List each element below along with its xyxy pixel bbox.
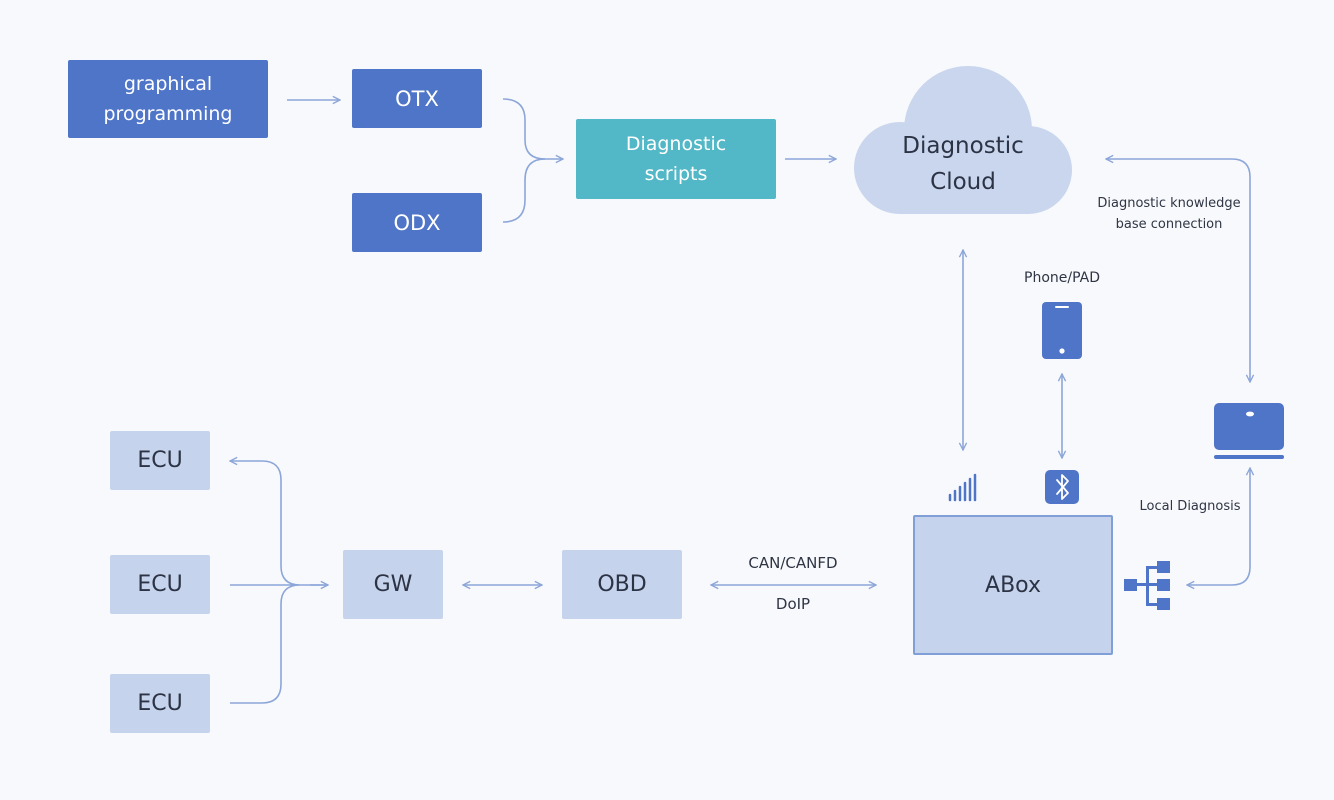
phone-icon xyxy=(1042,302,1082,359)
laptop-icon xyxy=(1214,403,1284,459)
ecu-node: ECU xyxy=(110,674,210,733)
obd-node: OBD xyxy=(562,550,682,619)
knowledge-base-label: Diagnostic knowledge base connection xyxy=(1097,196,1241,232)
local-diagnosis-label: Local Diagnosis xyxy=(1139,499,1241,514)
arrow-ecu-gw xyxy=(230,461,328,704)
bluetooth-icon xyxy=(1045,470,1079,504)
arrow-laptop-abox xyxy=(1187,468,1250,585)
ecu-node: ECU xyxy=(110,555,210,614)
phone-pad-label: Phone/PAD xyxy=(1024,270,1100,286)
diagnostic-scripts-node: Diagnostic scripts xyxy=(576,119,776,199)
doip-label: DoIP xyxy=(775,595,811,613)
bracket-otx-odx xyxy=(502,98,546,223)
network-icon xyxy=(1124,561,1170,610)
ecu-node: ECU xyxy=(110,431,210,490)
signal-icon xyxy=(948,473,977,502)
abox-node: ABox xyxy=(913,515,1113,655)
graphical-programming-node: graphical programming xyxy=(68,60,268,138)
odx-node: ODX xyxy=(352,193,482,252)
diagnostic-cloud-label: Diagnostic Cloud xyxy=(902,133,1024,195)
otx-node: OTX xyxy=(352,69,482,128)
arrow-cloud-laptop xyxy=(1106,159,1250,382)
gw-node: GW xyxy=(343,550,443,619)
cloud-icon xyxy=(854,66,1072,214)
can-canfd-label: CAN/CANFD xyxy=(748,554,838,572)
